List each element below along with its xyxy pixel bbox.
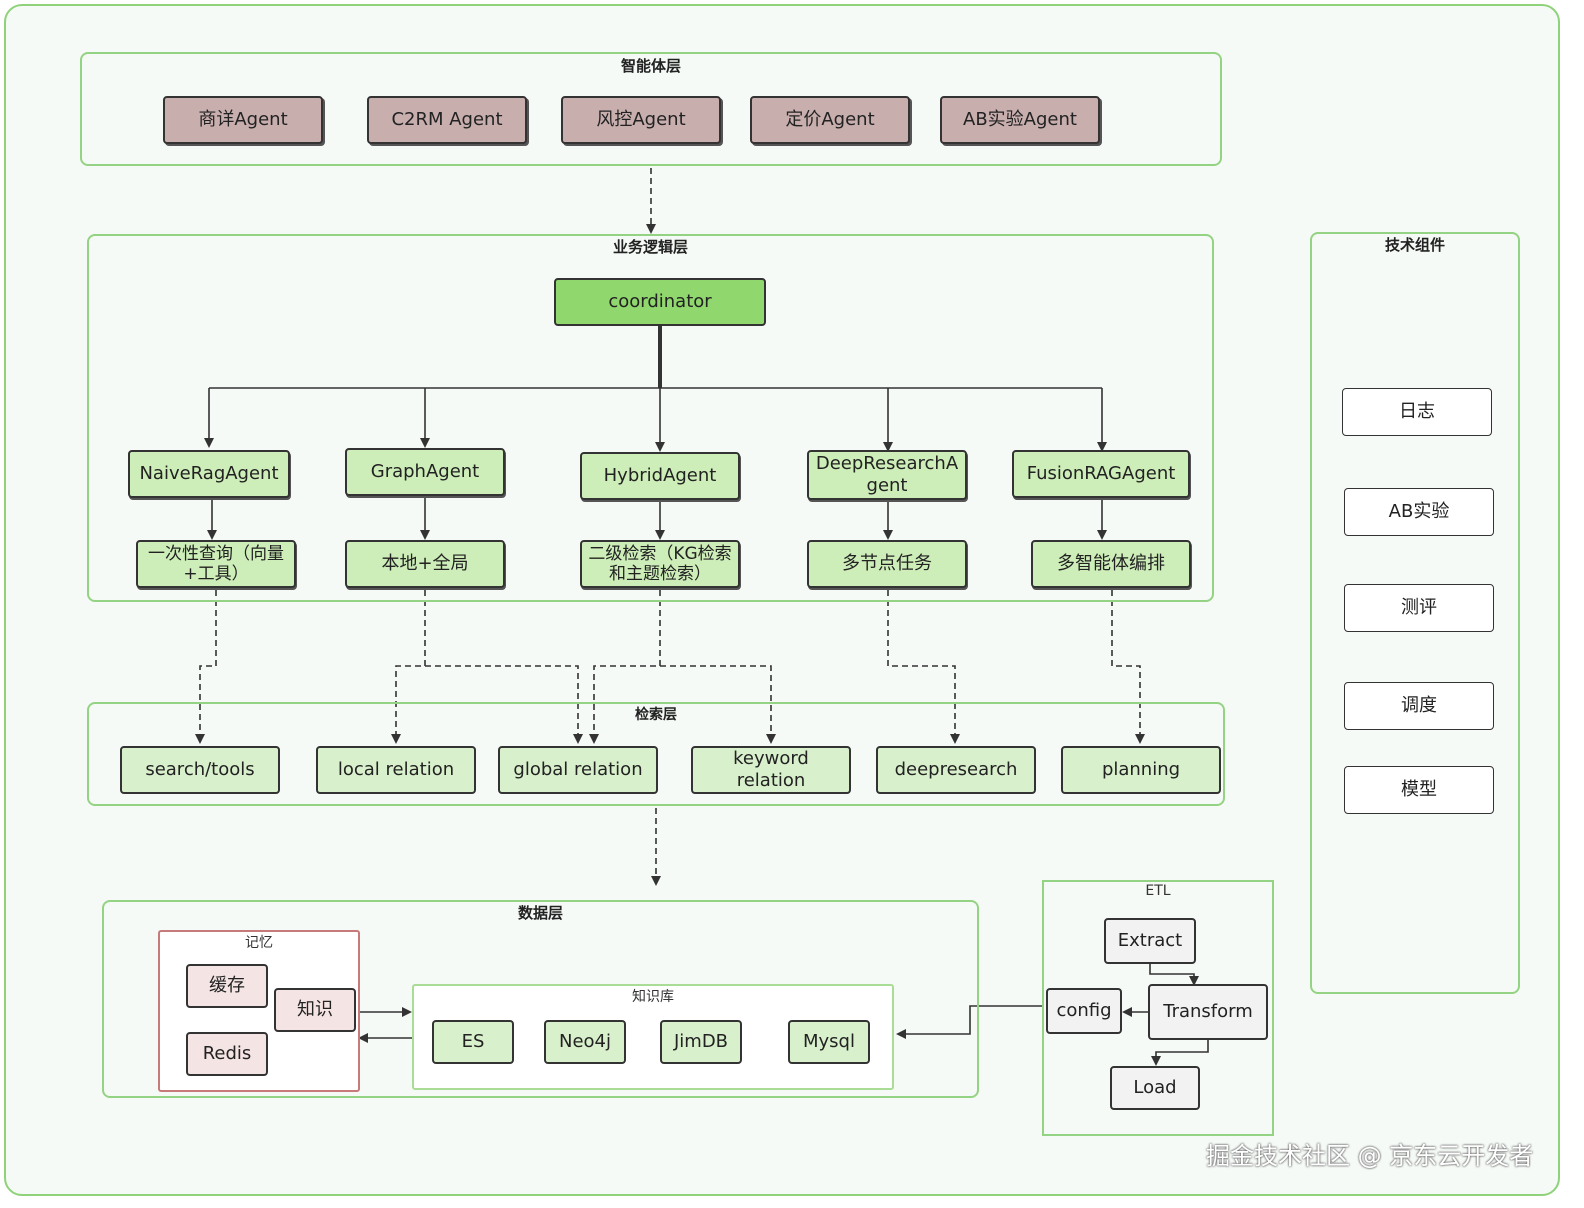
agent-description: 本地+全局 (345, 540, 505, 588)
tech-component-item[interactable]: 测评 (1344, 584, 1494, 632)
business-layer-title: 业务逻辑层 (612, 238, 688, 256)
tech-component-item[interactable]: 模型 (1344, 766, 1494, 814)
intelligence-layer-title: 智能体层 (620, 57, 681, 75)
agent-node[interactable]: 商详Agent (163, 96, 323, 144)
etl-load[interactable]: Load (1110, 1066, 1200, 1110)
rag-agent-node[interactable]: HybridAgent (580, 452, 740, 500)
retrieval-layer-title: 检索层 (635, 707, 677, 723)
agent-node[interactable]: C2RM Agent (367, 96, 527, 144)
agent-node[interactable]: 风控Agent (561, 96, 721, 144)
watermark: 掘金技术社区 @ 京东云开发者 (1206, 1142, 1534, 1170)
etl-group: ETL (1042, 880, 1274, 1136)
knowledge-store[interactable]: Mysql (788, 1020, 870, 1064)
tech-component-item[interactable]: AB实验 (1344, 488, 1494, 536)
rag-agent-node[interactable]: FusionRAGAgent (1012, 450, 1190, 498)
data-layer: 数据层 (102, 900, 979, 1098)
memory-item[interactable]: Redis (186, 1032, 268, 1076)
retrieval-item[interactable]: local relation (316, 746, 476, 794)
business-logic-layer: 业务逻辑层 (87, 234, 1214, 602)
retrieval-item[interactable]: planning (1061, 746, 1221, 794)
rag-agent-node[interactable]: DeepResearchAgent (807, 450, 967, 500)
retrieval-item[interactable]: deepresearch (876, 746, 1036, 794)
knowledge-store[interactable]: Neo4j (544, 1020, 626, 1064)
retrieval-layer: 检索层 (87, 702, 1225, 806)
tech-component-item[interactable]: 调度 (1344, 682, 1494, 730)
etl-extract[interactable]: Extract (1104, 918, 1196, 964)
knowledge-base-title: 知识库 (632, 989, 674, 1005)
knowledge-store[interactable]: JimDB (660, 1020, 742, 1064)
retrieval-item[interactable]: global relation (498, 746, 658, 794)
tech-component-item[interactable]: 日志 (1342, 388, 1492, 436)
etl-title: ETL (1145, 883, 1171, 899)
memory-item[interactable]: 知识 (274, 988, 356, 1032)
memory-item[interactable]: 缓存 (186, 964, 268, 1008)
agent-description: 多智能体编排 (1031, 540, 1191, 588)
memory-title: 记忆 (245, 935, 273, 951)
rag-agent-node[interactable]: NaiveRagAgent (128, 450, 290, 498)
agent-description: 多节点任务 (807, 540, 967, 588)
knowledge-store[interactable]: ES (432, 1020, 514, 1064)
data-layer-title: 数据层 (517, 904, 563, 922)
agent-description: 二级检索（KG检索和主题检索） (580, 540, 740, 588)
tech-components-panel: 技术组件 (1310, 232, 1520, 994)
retrieval-item[interactable]: search/tools (120, 746, 280, 794)
etl-config[interactable]: config (1046, 988, 1122, 1034)
coordinator-node[interactable]: coordinator (554, 278, 766, 326)
retrieval-item[interactable]: keyword relation (691, 746, 851, 794)
intelligence-layer: 智能体层 (80, 52, 1222, 166)
tech-components-title: 技术组件 (1384, 236, 1445, 254)
agent-node[interactable]: 定价Agent (750, 96, 910, 144)
agent-description: 一次性查询（向量+工具） (136, 540, 296, 588)
rag-agent-node[interactable]: GraphAgent (345, 448, 505, 496)
etl-transform[interactable]: Transform (1148, 984, 1268, 1040)
agent-node[interactable]: AB实验Agent (940, 96, 1100, 144)
